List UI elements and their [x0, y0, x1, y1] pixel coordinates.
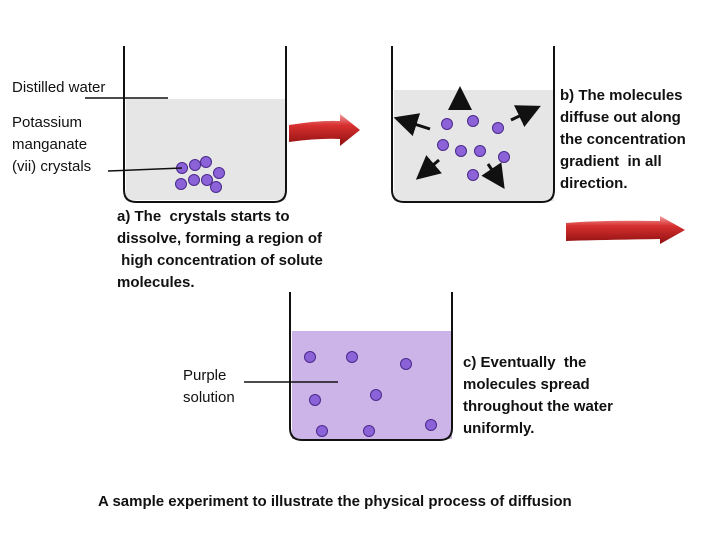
molecule: [492, 122, 504, 134]
molecule: [304, 351, 316, 363]
step-a-line: dissolve, forming a region of: [117, 230, 323, 247]
molecule: [467, 115, 479, 127]
step-b-line: the concentration: [560, 131, 686, 148]
purple-label-line: solution: [183, 389, 235, 406]
step-a-line: high concentration of solute: [117, 252, 323, 269]
crystal-label-line: (vii) crystals: [12, 158, 92, 175]
crystal-label-line: manganate: [12, 136, 88, 153]
figure-caption: A sample experiment to illustrate the ph…: [98, 493, 572, 510]
crystal-label-line: Potassium: [12, 114, 83, 131]
diffusing-molecules: [437, 115, 510, 181]
step-b-line: b) The molecules: [560, 87, 683, 104]
crystal-cluster: [175, 156, 225, 193]
molecule: [370, 389, 382, 401]
distilled-water-label: Distilled water: [12, 79, 106, 96]
molecule: [498, 151, 510, 163]
molecule: [346, 351, 358, 363]
red-arrow-icon: [289, 114, 360, 146]
molecule: [455, 145, 467, 157]
arrow-down-right-icon: [481, 162, 505, 189]
red-arrow-icon: [566, 216, 685, 244]
arrow-right-icon: [510, 105, 541, 127]
crystal-molecule: [188, 174, 200, 186]
step-c-line: uniformly.: [463, 420, 535, 437]
beaker-b: [391, 46, 555, 203]
step-a-line: a) The crystals starts to: [117, 208, 290, 225]
step-b-line: gradient in all: [560, 153, 662, 170]
beaker-a: [85, 46, 287, 203]
step-b-line: diffuse out along: [560, 109, 681, 126]
beaker-c-outline: [289, 292, 453, 441]
purple-solution-fill: [292, 331, 452, 439]
step-b-line: direction.: [560, 175, 628, 192]
step-c-line: molecules spread: [463, 376, 590, 393]
molecule: [474, 145, 486, 157]
molecule: [441, 118, 453, 130]
molecule: [467, 169, 479, 181]
molecule: [400, 358, 412, 370]
step-c-line: throughout the water: [463, 398, 613, 415]
crystal-pointer-line: [107, 167, 183, 172]
arrow-down-left-icon: [415, 155, 442, 180]
molecule: [437, 139, 449, 151]
crystal-molecule: [189, 159, 201, 171]
molecule: [316, 425, 328, 437]
crystal-molecule: [210, 181, 222, 193]
step-c-line: c) Eventually the: [463, 354, 587, 371]
crystal-molecule: [175, 178, 187, 190]
molecule: [309, 394, 321, 406]
crystal-molecule: [213, 167, 225, 179]
arrow-left-icon: [393, 113, 431, 137]
crystal-molecule: [201, 174, 213, 186]
beaker-b-outline: [391, 46, 555, 203]
molecule: [363, 425, 375, 437]
molecule: [425, 419, 437, 431]
beaker-c: [244, 292, 453, 441]
water-fill: [394, 90, 554, 201]
step-a-line: molecules.: [117, 274, 195, 291]
diffusion-arrows: [393, 86, 541, 189]
beaker-a-outline: [123, 46, 287, 203]
purple-label-line: Purple: [183, 367, 227, 384]
crystal-molecule: [200, 156, 212, 168]
uniform-molecules: [304, 351, 437, 437]
